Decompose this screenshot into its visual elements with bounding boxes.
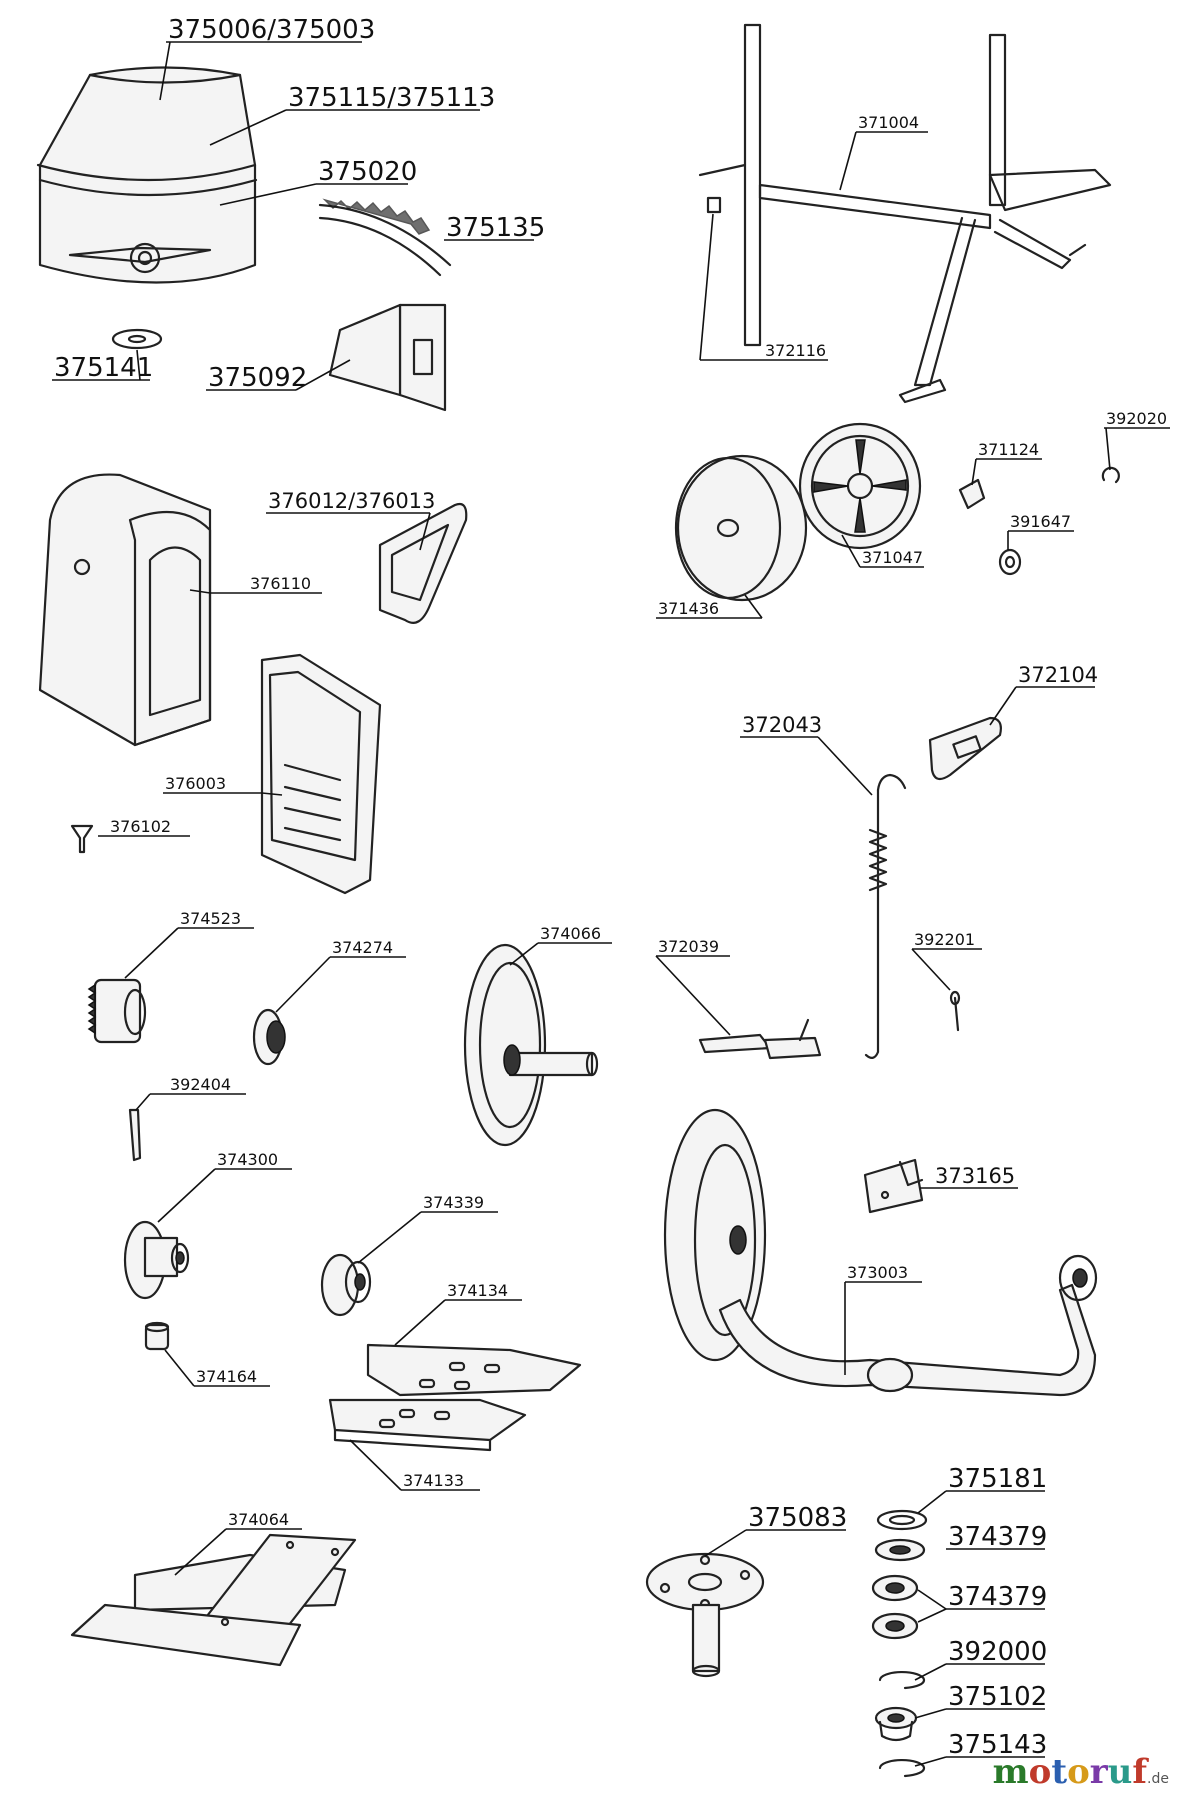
label-374164: 374164 <box>196 1367 257 1386</box>
label-391647: 391647 <box>1010 512 1071 531</box>
label-375020: 375020 <box>318 157 417 187</box>
bracket-372039 <box>698 1018 822 1060</box>
pulley-374300 <box>123 1220 190 1300</box>
label-373003: 373003 <box>847 1263 908 1282</box>
label-376110: 376110 <box>250 574 311 593</box>
label-376102: 376102 <box>110 817 171 836</box>
label-375083: 375083 <box>748 1503 847 1533</box>
label-373165: 373165 <box>935 1164 1015 1188</box>
wheel-371047 <box>798 422 922 550</box>
label-374133: 374133 <box>403 1471 464 1490</box>
yoke-373003 <box>663 1108 1098 1397</box>
label-374064: 374064 <box>228 1510 289 1529</box>
flange-shaft-375083 <box>645 1552 765 1678</box>
label-371047: 371047 <box>862 548 923 567</box>
plates-374064 <box>70 1533 357 1667</box>
guard-376110 <box>38 473 212 747</box>
cover-376003 <box>260 653 382 895</box>
plate-376012 <box>378 502 468 624</box>
label-374066: 374066 <box>540 924 601 943</box>
washer-375181 <box>876 1509 928 1531</box>
circlip-392000 <box>878 1670 926 1690</box>
label-371436: 371436 <box>658 599 719 618</box>
washer-391647 <box>998 548 1022 576</box>
frame-371004 <box>698 23 1112 404</box>
label-376003: 376003 <box>165 774 226 793</box>
label-376012: 376012/376013 <box>268 489 435 513</box>
label-375102: 375102 <box>948 1682 1047 1712</box>
screw-376102 <box>70 824 94 854</box>
clip-392020 <box>1101 466 1120 484</box>
label-392404: 392404 <box>170 1075 231 1094</box>
bush-375102 <box>874 1706 918 1742</box>
label-372116: 372116 <box>765 341 826 360</box>
bush-374164 <box>144 1321 170 1351</box>
label-374274: 374274 <box>332 938 393 957</box>
label-372104: 372104 <box>1018 663 1098 687</box>
label-375135: 375135 <box>446 213 545 243</box>
bearing-374379b <box>871 1574 919 1640</box>
pulley-374066 <box>463 943 599 1147</box>
label-372043: 372043 <box>742 713 822 737</box>
latch-372104 <box>928 716 1002 781</box>
bearing-374379a <box>874 1538 926 1562</box>
wheel-371436 <box>674 454 808 602</box>
label-374379b: 374379 <box>948 1582 1047 1612</box>
label-374523: 374523 <box>180 909 241 928</box>
plates-374134-374133 <box>328 1343 582 1452</box>
label-374379a: 374379 <box>948 1522 1047 1552</box>
pin-392404 <box>128 1108 142 1162</box>
label-371124: 371124 <box>978 440 1039 459</box>
label-375092: 375092 <box>208 363 307 393</box>
bearing-374274 <box>252 1008 286 1066</box>
label-374300: 374300 <box>217 1150 278 1169</box>
bracket-373165 <box>863 1158 924 1214</box>
motoruf-logo: motoruf.de <box>992 1752 1169 1792</box>
label-374134: 374134 <box>447 1281 508 1300</box>
label-375115: 375115/375113 <box>288 83 495 113</box>
label-375143: 375143 <box>948 1730 1047 1760</box>
label-392020: 392020 <box>1106 409 1167 428</box>
gear-374523 <box>87 978 147 1044</box>
flange-375141 <box>111 328 163 350</box>
bracket-375092 <box>328 303 447 412</box>
label-375181: 375181 <box>948 1464 1047 1494</box>
pulley-374339 <box>320 1253 372 1317</box>
pin-392201 <box>949 990 961 1032</box>
label-371004: 371004 <box>858 113 919 132</box>
rod-372043 <box>864 773 907 1059</box>
label-392000: 392000 <box>948 1637 1047 1667</box>
ring-gear-segment <box>318 198 452 277</box>
circlip-375143 <box>878 1758 926 1778</box>
label-374339: 374339 <box>423 1193 484 1212</box>
drum-assembly <box>36 66 258 284</box>
label-372039: 372039 <box>658 937 719 956</box>
label-375141: 375141 <box>54 353 153 383</box>
label-392201: 392201 <box>914 930 975 949</box>
clip-372116 <box>706 196 722 214</box>
label-375006: 375006/375003 <box>168 15 375 45</box>
